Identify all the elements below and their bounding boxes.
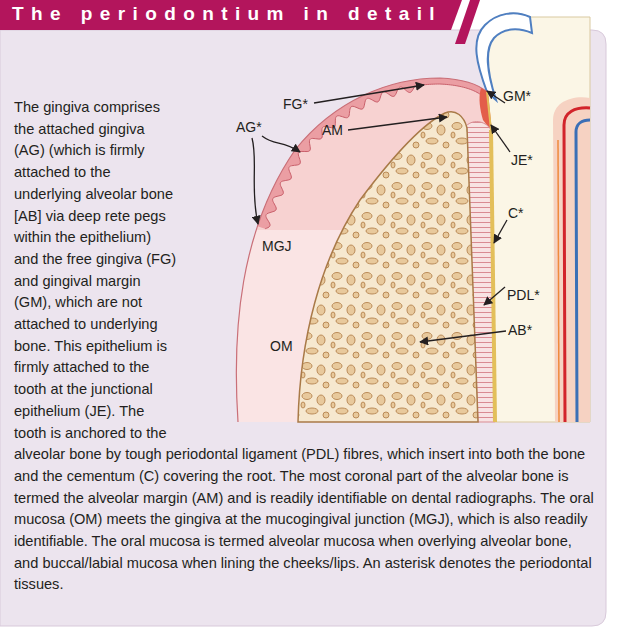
leader-fg bbox=[314, 85, 424, 103]
header-bar bbox=[0, 0, 462, 30]
title: The periodontium in detail bbox=[12, 3, 442, 25]
leader-ab bbox=[420, 331, 506, 342]
leader-ag-2 bbox=[262, 136, 300, 152]
gingiva-surface bbox=[236, 78, 487, 422]
caption: The gingiva comprises the attached gingi… bbox=[14, 97, 599, 596]
enamel bbox=[476, 13, 532, 100]
pulp-artery bbox=[564, 108, 590, 422]
pulp-vein bbox=[576, 120, 590, 422]
leader-pdl bbox=[484, 287, 505, 305]
leader-c bbox=[494, 220, 507, 243]
leader-lines bbox=[252, 85, 510, 342]
leader-gm bbox=[487, 91, 505, 103]
part-label: JE* bbox=[511, 152, 533, 168]
alveolar-bone bbox=[298, 112, 478, 422]
part-label: MGJ bbox=[262, 238, 292, 254]
alveolar-bone-base bbox=[298, 112, 478, 422]
tooth-dentin bbox=[476, 13, 590, 422]
part-label: C* bbox=[508, 205, 524, 221]
pulp-nerve bbox=[558, 140, 559, 422]
part-label: FG* bbox=[283, 96, 308, 112]
part-label: AM bbox=[322, 122, 343, 138]
leader-ag-1 bbox=[252, 138, 258, 224]
float-spacer bbox=[179, 97, 599, 427]
leader-je bbox=[491, 125, 510, 152]
part-label: AG* bbox=[236, 119, 262, 135]
part-label: OM bbox=[270, 338, 293, 354]
header-slash bbox=[455, 0, 480, 44]
cementum-top bbox=[487, 92, 491, 130]
part-label: GM* bbox=[503, 88, 531, 104]
part-label: AB* bbox=[508, 322, 532, 338]
cementum bbox=[491, 130, 495, 422]
pulp bbox=[553, 97, 590, 422]
part-label: PDL* bbox=[507, 287, 540, 303]
leader-am bbox=[348, 117, 447, 130]
